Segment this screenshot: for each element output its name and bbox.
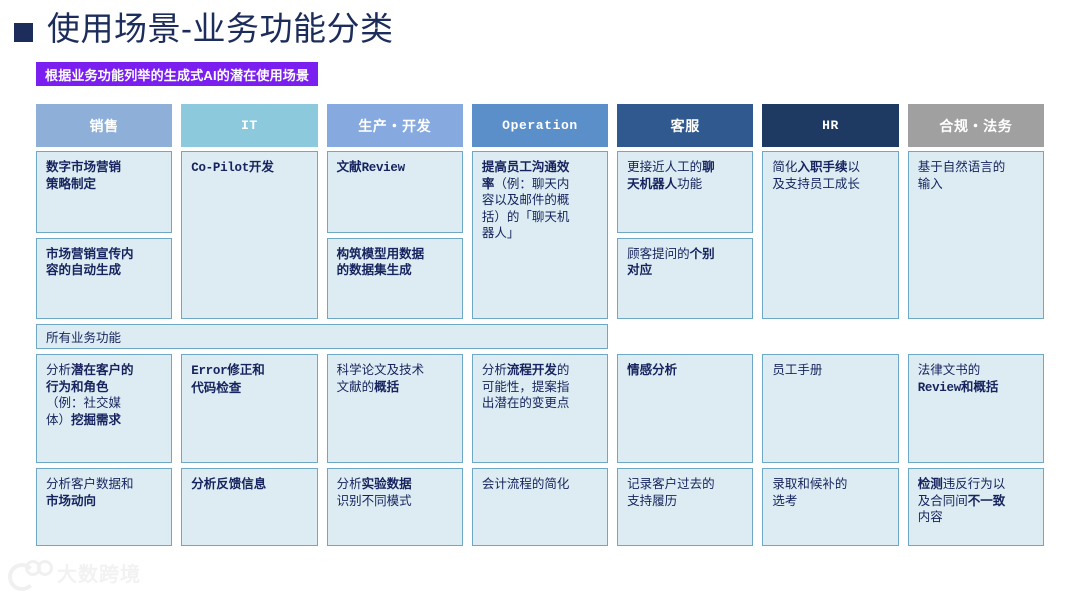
use-case-cell[interactable]: 会计流程的简化 [471, 468, 609, 546]
top-cell-group-customer_service: 更接近人工的聊天机器人功能顾客提问的个别对应 [617, 151, 754, 319]
all-functions-row: 所有业务功能 [36, 319, 1044, 349]
top-cell-group-sales: 数字市场营销策略制定市场营销宣传内容的自动生成 [36, 151, 173, 319]
use-case-cell[interactable]: 科学论文及技术文献的概括 [326, 354, 463, 463]
column-header-legal[interactable]: 合规・法务 [907, 104, 1044, 147]
watermark-text: 大数跨境 [57, 564, 141, 586]
title-bullet-icon [14, 22, 33, 42]
page-title: 使用场景-业务功能分类 [14, 10, 394, 47]
use-case-cell[interactable]: 文献Review [326, 151, 463, 233]
use-case-cell[interactable]: 记录客户过去的支持履历 [617, 468, 754, 546]
column-header-hr[interactable]: HR [762, 104, 899, 147]
column-header-it[interactable]: IT [181, 104, 318, 147]
column-header-customer_service[interactable]: 客服 [617, 104, 754, 147]
use-case-cell[interactable]: 分析流程开发的可能性，提案指出潜在的变更点 [471, 354, 609, 463]
use-case-cell[interactable]: 检测违反行为以及合同间不一致内容 [907, 468, 1044, 546]
use-case-cell[interactable]: 数字市场营销策略制定 [36, 151, 173, 233]
use-case-cell[interactable]: 员工手册 [762, 354, 899, 463]
bottom-row: 分析客户数据和市场动向分析反馈信息分析实验数据识别不同模式会计流程的简化记录客户… [36, 468, 1044, 546]
use-case-cell[interactable]: Error修正和代码检查 [181, 354, 318, 463]
use-case-cell[interactable]: 分析实验数据识别不同模式 [326, 468, 463, 546]
watermark-logo-icon [8, 559, 53, 591]
use-case-cell[interactable]: 更接近人工的聊天机器人功能 [617, 151, 754, 233]
watermark: 大数跨境 [8, 558, 141, 591]
column-header-production[interactable]: 生产・开发 [326, 104, 463, 147]
band-spacer [617, 319, 753, 344]
use-case-cell[interactable]: 构筑模型用数据的数据集生成 [326, 237, 463, 319]
use-case-cell[interactable]: 基于自然语言的输入 [907, 151, 1044, 319]
subtitle-banner: 根据业务功能列举的生成式AI的潜在使用场景 [36, 62, 319, 86]
page-title-text: 使用场景-业务功能分类 [47, 10, 394, 47]
use-case-cell[interactable]: 顾客提问的个别对应 [617, 237, 754, 319]
all-functions-band[interactable]: 所有业务功能 [36, 324, 609, 349]
band-spacer [908, 319, 1044, 344]
column-header-operation[interactable]: Operation [471, 104, 609, 147]
column-header-sales[interactable]: 销售 [36, 104, 173, 147]
use-case-cell[interactable]: 情感分析 [617, 354, 754, 463]
use-case-cell[interactable]: Co-Pilot开发 [181, 151, 318, 319]
use-case-cell[interactable]: 提高员工沟通效率（例：聊天内容以及邮件的概括）的「聊天机器人」 [471, 151, 609, 319]
use-case-cell[interactable]: 市场营销宣传内容的自动生成 [36, 237, 173, 319]
use-case-cell[interactable]: 分析潜在客户的行为和角色（例：社交媒体）挖掘需求 [36, 354, 173, 463]
use-case-cell[interactable]: 简化入职手续以及支持员工成长 [762, 151, 899, 319]
band-spacer [762, 319, 898, 344]
use-case-cell[interactable]: 录取和候补的选考 [762, 468, 899, 546]
use-case-cell[interactable]: 分析反馈信息 [181, 468, 318, 546]
use-case-cell[interactable]: 分析客户数据和市场动向 [36, 468, 173, 546]
